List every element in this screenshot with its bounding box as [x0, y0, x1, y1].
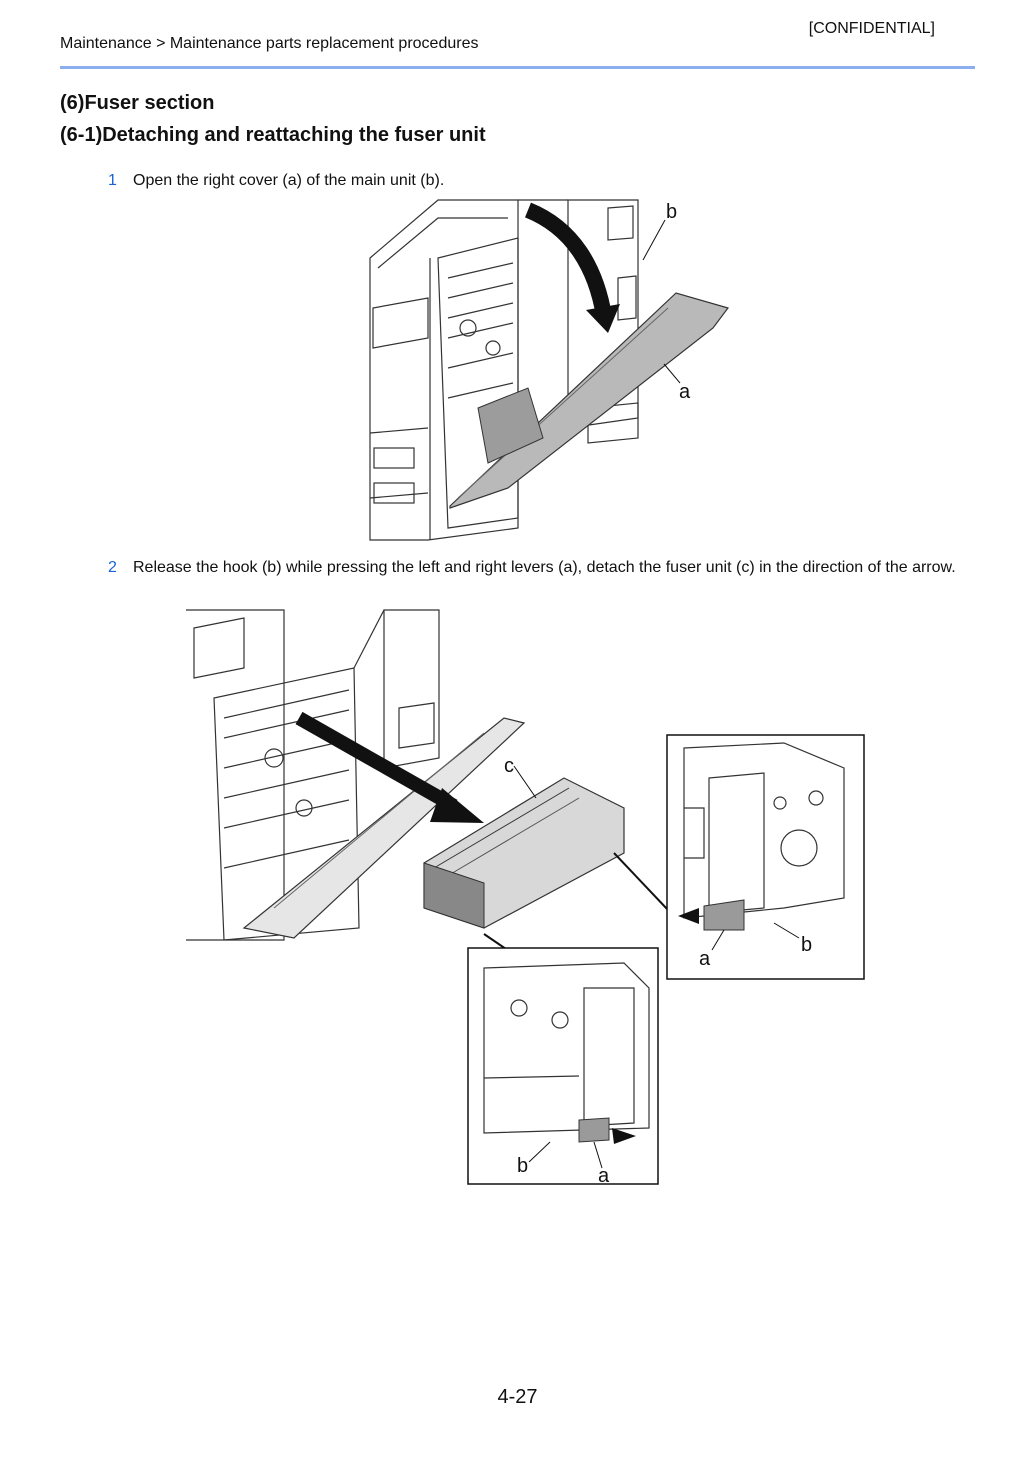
inset-right-callout-b: b	[801, 934, 812, 956]
step-number: 2	[108, 559, 117, 576]
subsection-title: (6-1)Detaching and reattaching the fuser…	[60, 124, 486, 146]
callout-b: b	[666, 201, 677, 223]
figure-open-right-cover: b a	[368, 198, 738, 543]
inset-bottom-callout-b: b	[517, 1155, 528, 1177]
section-title: (6)Fuser section	[60, 92, 215, 114]
breadcrumb: Maintenance > Maintenance parts replacem…	[60, 35, 479, 52]
figure-detach-fuser-unit: c a b b a	[184, 608, 874, 1188]
inset-right-callout-a: a	[699, 948, 711, 970]
callout-c: c	[504, 755, 514, 777]
step-text: Release the hook (b) while pressing the …	[133, 559, 956, 576]
step-text: Open the right cover (a) of the main uni…	[133, 172, 445, 189]
confidential-label: [CONFIDENTIAL]	[808, 20, 935, 37]
inset-bottom-callout-a: a	[598, 1165, 610, 1187]
page-number: 4-27	[497, 1386, 538, 1408]
header-divider	[60, 66, 975, 69]
step-number: 1	[108, 172, 117, 189]
callout-a: a	[679, 381, 691, 403]
